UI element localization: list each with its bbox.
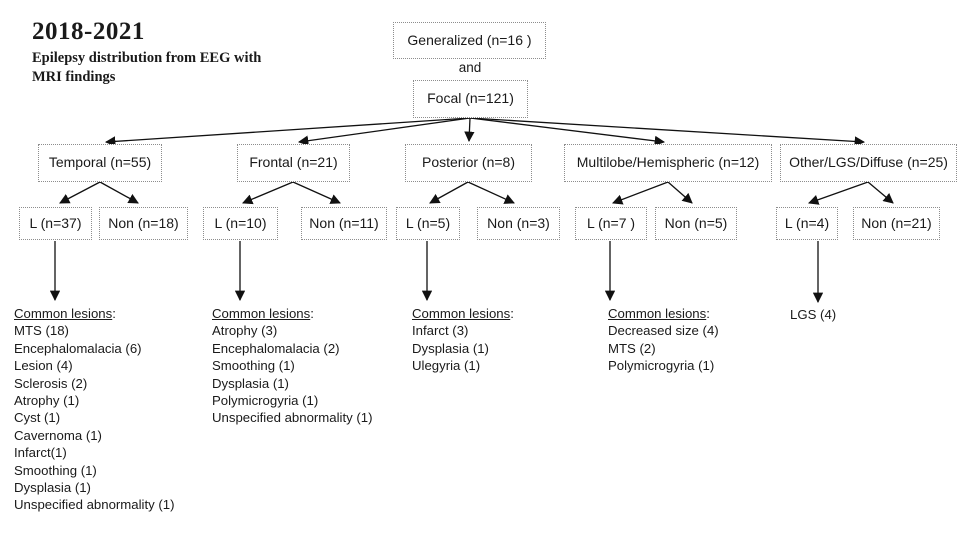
lesion-header-text: Common lesions: [14, 306, 113, 321]
lesion-header-text: Common lesions: [608, 306, 707, 321]
figure-title-subtitle: Epilepsy distribution from EEG with MRI …: [32, 49, 262, 86]
lesion-header-text: Common lesions: [212, 306, 311, 321]
lesion-item: Lesion (4): [14, 358, 73, 374]
node-other-lgs-diffuse: Other/LGS/Diffuse (n=25): [780, 144, 957, 182]
lesion-header-colon: :: [510, 306, 514, 321]
node-multilobe-hemispheric: Multilobe/Hemispheric (n=12): [564, 144, 772, 182]
node-frontal: Frontal (n=21): [237, 144, 350, 182]
lesion-header-colon: :: [706, 306, 710, 321]
lesion-list-header: Common lesions:: [412, 305, 514, 322]
lesion-header-colon: :: [112, 306, 116, 321]
lesion-item: Encephalomalacia (2): [212, 340, 340, 356]
lesion-item: Ulegyria (1): [412, 358, 481, 374]
lesion-item: Smoothing (1): [212, 358, 295, 374]
node-other-non: Non (n=21): [853, 207, 940, 240]
figure-title-year: 2018-2021: [32, 18, 145, 45]
lesion-items: MTS (18)Encephalomalacia (6) Lesion (4)Sc…: [14, 322, 175, 513]
frontal-lesion-list: Common lesions: Atrophy (3)Encephalomala…: [212, 305, 373, 427]
node-posterior-lateralized: L (n=5): [396, 207, 460, 240]
node-posterior-non: Non (n=3): [477, 207, 560, 240]
lesion-item: Sclerosis (2): [14, 375, 88, 391]
node-frontal-lateralized: L (n=10): [203, 207, 278, 240]
lesion-items: Infarct (3)Dysplasia (1) Ulegyria (1): [412, 322, 514, 374]
lesion-item: Decreased size (4): [608, 323, 719, 339]
node-temporal-non: Non (n=18): [99, 207, 188, 240]
node-focal: Focal (n=121): [413, 80, 528, 118]
conjunction-and: and: [458, 60, 482, 75]
lesion-header-colon: :: [310, 306, 314, 321]
node-other-lateralized: L (n=4): [776, 207, 838, 240]
lesion-item: Cavernoma (1): [14, 427, 102, 443]
lesion-item: Atrophy (1): [14, 393, 80, 409]
lesion-item: Dysplasia (1): [14, 480, 91, 496]
lesion-item: Dysplasia (1): [412, 340, 489, 356]
lesion-item: Unspecified abnormality (1): [212, 410, 373, 426]
node-temporal: Temporal (n=55): [38, 144, 162, 182]
lesion-item: Polymicrogyria (1): [608, 358, 715, 374]
lesion-list-header: Common lesions:: [212, 305, 373, 322]
lesion-item: Unspecified abnormality (1): [14, 497, 175, 513]
other-lgs-outcome: LGS (4): [790, 307, 837, 322]
lesion-item: MTS (18): [14, 323, 69, 339]
lesion-item: Infarct(1): [14, 445, 67, 461]
node-generalized: Generalized (n=16 ): [393, 22, 546, 59]
lesion-items: Decreased size (4)MTS (2) Polymicrogyria …: [608, 322, 719, 374]
figure-title: 2018-2021 Epilepsy distribution from EEG…: [32, 18, 292, 88]
lesion-items: Atrophy (3)Encephalomalacia (2) Smoothing…: [212, 322, 373, 426]
lesion-item: MTS (2): [608, 340, 656, 356]
posterior-lesion-list: Common lesions: Infarct (3)Dysplasia (1)…: [412, 305, 514, 375]
lesion-item: Polymicrogyria (1): [212, 393, 319, 409]
temporal-lesion-list: Common lesions: MTS (18)Encephalomalacia…: [14, 305, 175, 514]
lesion-item: Dysplasia (1): [212, 375, 289, 391]
lesion-item: Infarct (3): [412, 323, 469, 339]
node-multilobe-lateralized: L (n=7 ): [575, 207, 647, 240]
lesion-item: Encephalomalacia (6): [14, 340, 142, 356]
node-frontal-non: Non (n=11): [301, 207, 387, 240]
node-multilobe-non: Non (n=5): [655, 207, 737, 240]
lesion-list-header: Common lesions:: [14, 305, 175, 322]
lesion-item: Smoothing (1): [14, 462, 97, 478]
lesion-header-text: Common lesions: [412, 306, 511, 321]
lesion-list-header: Common lesions:: [608, 305, 719, 322]
lesion-item: Atrophy (3): [212, 323, 278, 339]
multilobe-lesion-list: Common lesions: Decreased size (4)MTS (2…: [608, 305, 719, 375]
lesion-item: Cyst (1): [14, 410, 61, 426]
node-posterior: Posterior (n=8): [405, 144, 532, 182]
node-temporal-lateralized: L (n=37): [19, 207, 92, 240]
